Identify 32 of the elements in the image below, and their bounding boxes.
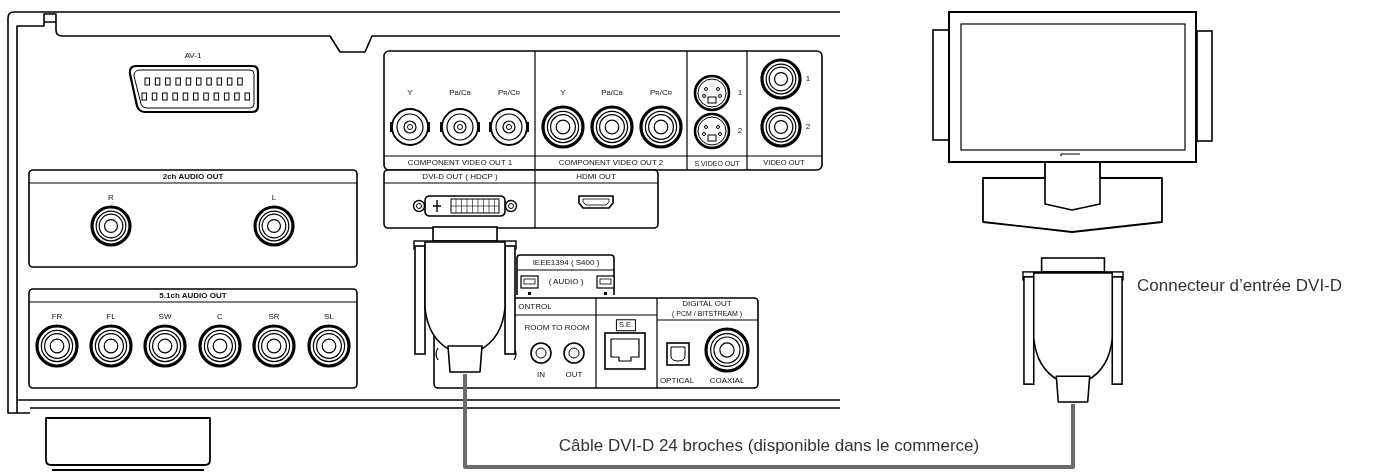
jack-label: SL — [324, 313, 334, 321]
jack-label: ( AUDIO ) — [548, 278, 584, 286]
connector-caption: Connecteur d’entrée DVI-D — [1137, 277, 1343, 296]
section-heading: 5.1ch AUDIO OUT — [159, 292, 227, 300]
section-heading: DVI-D OUT ( HDCP ) — [422, 173, 498, 181]
section-heading: DIGITAL OUT — [682, 300, 732, 308]
jack-label: FL — [106, 313, 116, 321]
jack-number: 2 — [737, 127, 743, 135]
jack-label: COAXIAL — [709, 377, 745, 385]
jack-label: SW — [158, 313, 172, 321]
section-heading: IEEE1394 ( S400 ) — [532, 259, 600, 267]
jack-label: L — [271, 194, 277, 202]
jack-number: 1 — [805, 75, 811, 83]
connector-label: AV-1 — [184, 52, 202, 60]
jack-label: Y — [560, 89, 566, 97]
jack-number: 2 — [805, 123, 811, 131]
section-heading: COMPONENT VIDEO OUT 1 — [407, 159, 513, 167]
cable-line — [463, 374, 1075, 469]
jack-label: R — [108, 194, 114, 202]
section-heading: ONTROL — [518, 303, 552, 311]
jack-label: OPTICAL — [659, 377, 695, 385]
jack-number: 1 — [737, 89, 743, 97]
section-heading: COMPONENT VIDEO OUT 2 — [558, 159, 664, 167]
jack-label: OUT — [565, 371, 583, 379]
jack-label: Y — [407, 89, 413, 97]
jack-label: C — [217, 313, 223, 321]
section-heading: HDMI OUT — [576, 173, 616, 181]
section-heading: ROOM TO ROOM — [524, 324, 590, 332]
jack-label: FR — [51, 313, 63, 321]
jack-label: IN — [537, 371, 545, 379]
section-heading: 2ch AUDIO OUT — [162, 173, 224, 181]
jack-label: SR — [268, 313, 280, 321]
